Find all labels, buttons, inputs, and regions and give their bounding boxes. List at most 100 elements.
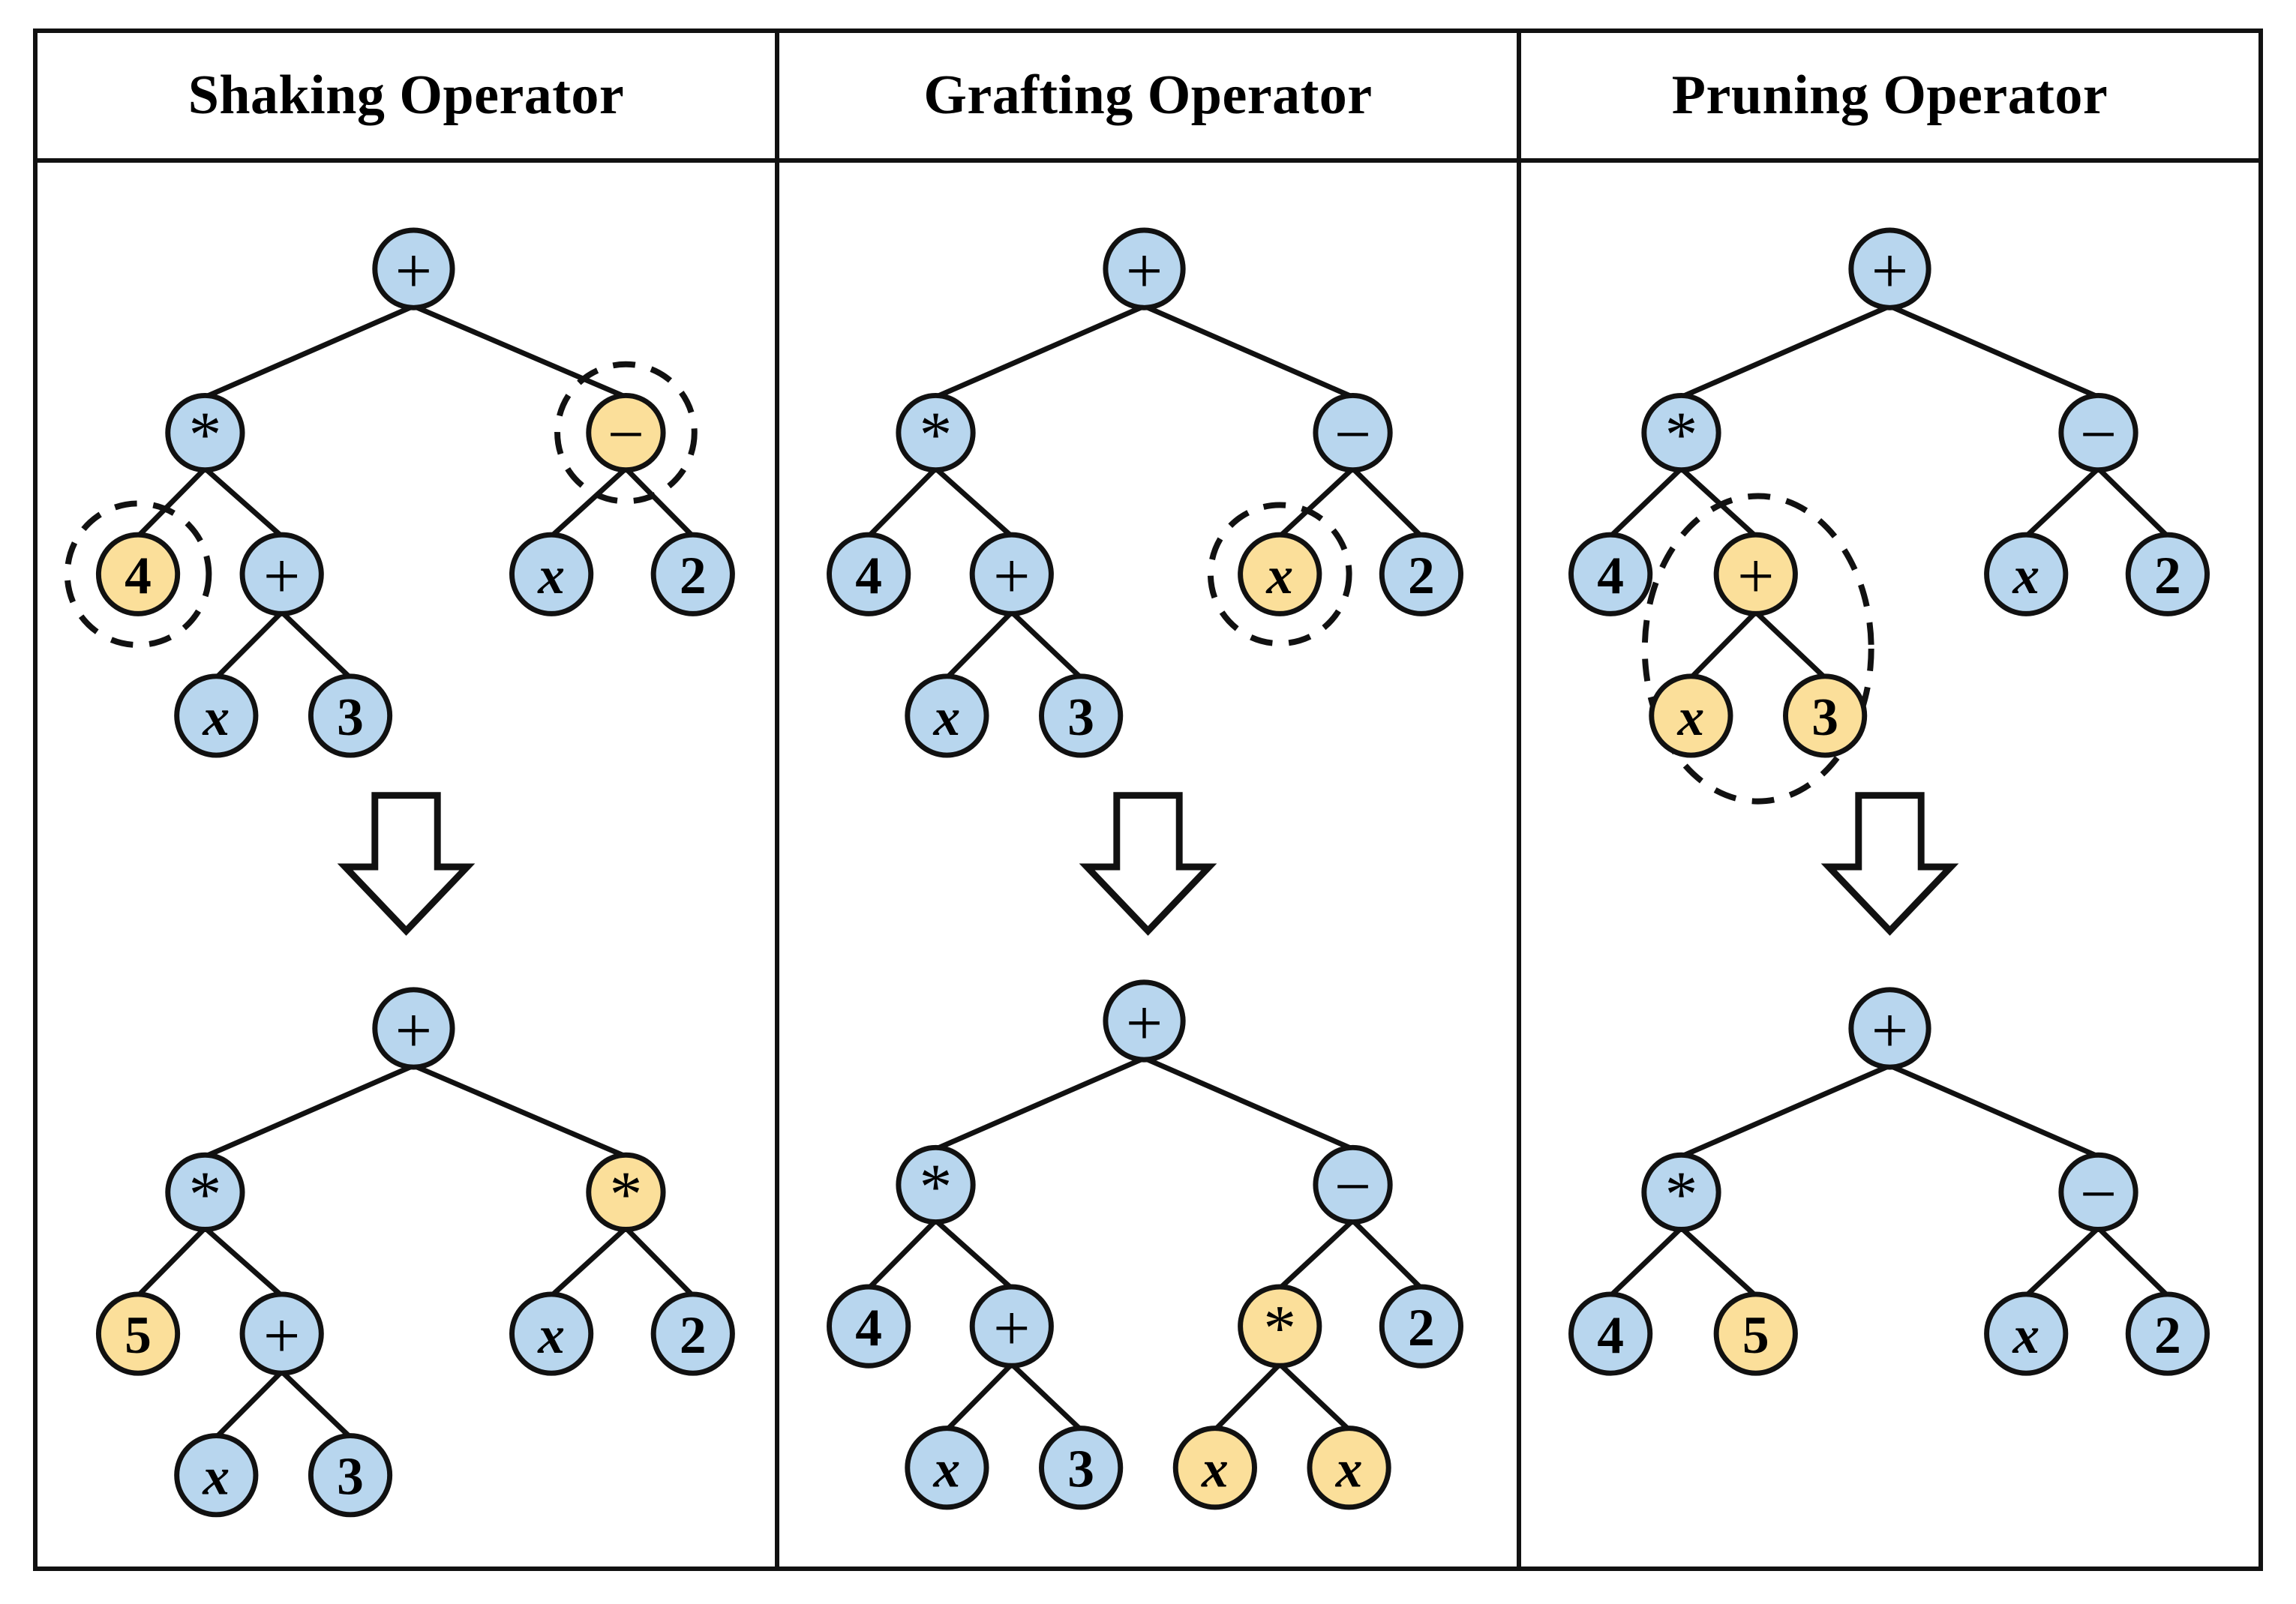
tree-edge (934, 1219, 1014, 1291)
tree-node[interactable]: − (586, 392, 666, 473)
node-shape (1172, 1426, 1257, 1510)
tree-edge (214, 1369, 284, 1440)
node-label: * (189, 398, 222, 471)
tree-edge (1688, 610, 1758, 680)
tree-edge (1143, 1055, 1354, 1152)
tree-node[interactable]: + (1103, 979, 1186, 1063)
node-shape (1984, 1291, 2069, 1376)
tree-node[interactable]: − (1313, 392, 1393, 473)
selection-ring-pruning-before-0 (1641, 493, 1874, 805)
tree-node[interactable]: * (1641, 1152, 1721, 1233)
tree-node[interactable]: 2 (650, 532, 735, 616)
node-label: x (202, 688, 230, 747)
tree-node[interactable]: 3 (1039, 1426, 1124, 1510)
tree-node[interactable]: x (1649, 673, 1733, 758)
tree-node[interactable]: * (896, 1144, 976, 1225)
tree-node[interactable]: * (1641, 392, 1721, 473)
node-label: x (1677, 688, 1705, 747)
tree-node[interactable]: + (969, 1284, 1054, 1369)
tree-node[interactable]: 5 (1713, 1291, 1798, 1376)
tree-node[interactable]: 4 (95, 532, 181, 616)
tree-node[interactable]: + (969, 532, 1054, 616)
tree-node[interactable]: 4 (1568, 532, 1653, 616)
node-shape (95, 532, 181, 616)
node-label: 5 (1742, 1306, 1769, 1365)
tree-edge (1351, 466, 1424, 538)
node-label: 3 (1067, 688, 1094, 747)
tree-edge (1889, 304, 2099, 400)
node-shape (1713, 1291, 1798, 1376)
tree-edge (944, 610, 1014, 680)
tree-node[interactable]: − (1313, 1144, 1393, 1225)
tree-node[interactable]: − (2058, 1152, 2138, 1233)
tree-node[interactable]: x (1984, 1291, 2069, 1376)
tree-node[interactable]: 5 (95, 1291, 181, 1376)
selection-ring-shaking-before-1 (64, 500, 212, 649)
node-label: − (2080, 1157, 2117, 1230)
tree-node[interactable]: 4 (1568, 1291, 1653, 1376)
tree-edge (204, 304, 415, 400)
tree-node[interactable]: 2 (2125, 532, 2210, 616)
node-shape (1307, 1426, 1391, 1510)
down-block-arrow-icon (1079, 792, 1217, 936)
tree-edge (2024, 466, 2100, 538)
tree-node[interactable]: + (1103, 227, 1186, 310)
tree-node[interactable]: 2 (2125, 1291, 2210, 1376)
tree-edge (1277, 1219, 1355, 1291)
tree-node[interactable]: + (372, 227, 455, 310)
tree-edge (280, 1369, 353, 1440)
tree-node[interactable]: + (1848, 987, 1931, 1070)
tree-node[interactable]: 3 (308, 673, 393, 758)
tree-edge (549, 466, 628, 538)
tree-node[interactable]: − (2058, 392, 2138, 473)
node-label: 2 (1408, 1298, 1435, 1357)
tree-node[interactable]: 2 (1379, 1284, 1464, 1369)
tree-node[interactable]: x (1172, 1426, 1257, 1510)
tree-node[interactable]: * (165, 392, 245, 473)
node-label: x (1335, 1440, 1363, 1499)
tree-node[interactable]: + (1713, 532, 1798, 616)
node-shape (2058, 1152, 2138, 1233)
tree-node[interactable]: 2 (1379, 532, 1464, 616)
tree-edge (1889, 1063, 2099, 1159)
tree-node[interactable]: 3 (1783, 673, 1868, 758)
tree-node[interactable]: x (1238, 532, 1322, 616)
tree-node[interactable]: x (509, 532, 594, 616)
tree-node[interactable]: * (896, 392, 976, 473)
tree-node[interactable]: + (372, 987, 455, 1070)
column-header-pruning: Pruning Operator (1517, 33, 2258, 158)
node-label: + (1871, 234, 1908, 307)
tree-node[interactable]: x (1984, 532, 2069, 616)
tree-node[interactable]: + (239, 1291, 324, 1376)
tree-node[interactable]: * (586, 1152, 666, 1233)
node-shape (239, 532, 324, 616)
tree-node[interactable]: + (1848, 227, 1931, 310)
tree-node[interactable]: x (905, 673, 989, 758)
tree-node[interactable]: 3 (308, 1433, 393, 1518)
tree-node[interactable]: x (509, 1291, 594, 1376)
tree-node[interactable]: 2 (650, 1291, 735, 1376)
node-shape (1103, 227, 1186, 310)
tree-node[interactable]: 4 (827, 532, 911, 616)
tree-node[interactable]: * (165, 1152, 245, 1233)
node-label: 4 (855, 1298, 882, 1357)
tree-node[interactable]: 4 (827, 1284, 911, 1369)
tree-node[interactable]: 3 (1039, 673, 1124, 758)
tree-node[interactable]: x (174, 673, 259, 758)
node-label: + (395, 994, 432, 1066)
tree-node[interactable]: x (905, 1426, 989, 1510)
tree-node[interactable]: + (239, 532, 324, 616)
node-shape (372, 227, 455, 310)
tree-node[interactable]: x (1307, 1426, 1391, 1510)
tree-edge (549, 1225, 628, 1298)
tree-node[interactable]: x (174, 1433, 259, 1518)
node-label: * (189, 1157, 222, 1230)
node-shape (1848, 227, 1931, 310)
node-label: − (1334, 398, 1371, 471)
tree-node[interactable]: * (1238, 1284, 1322, 1369)
node-label: x (1201, 1440, 1229, 1499)
